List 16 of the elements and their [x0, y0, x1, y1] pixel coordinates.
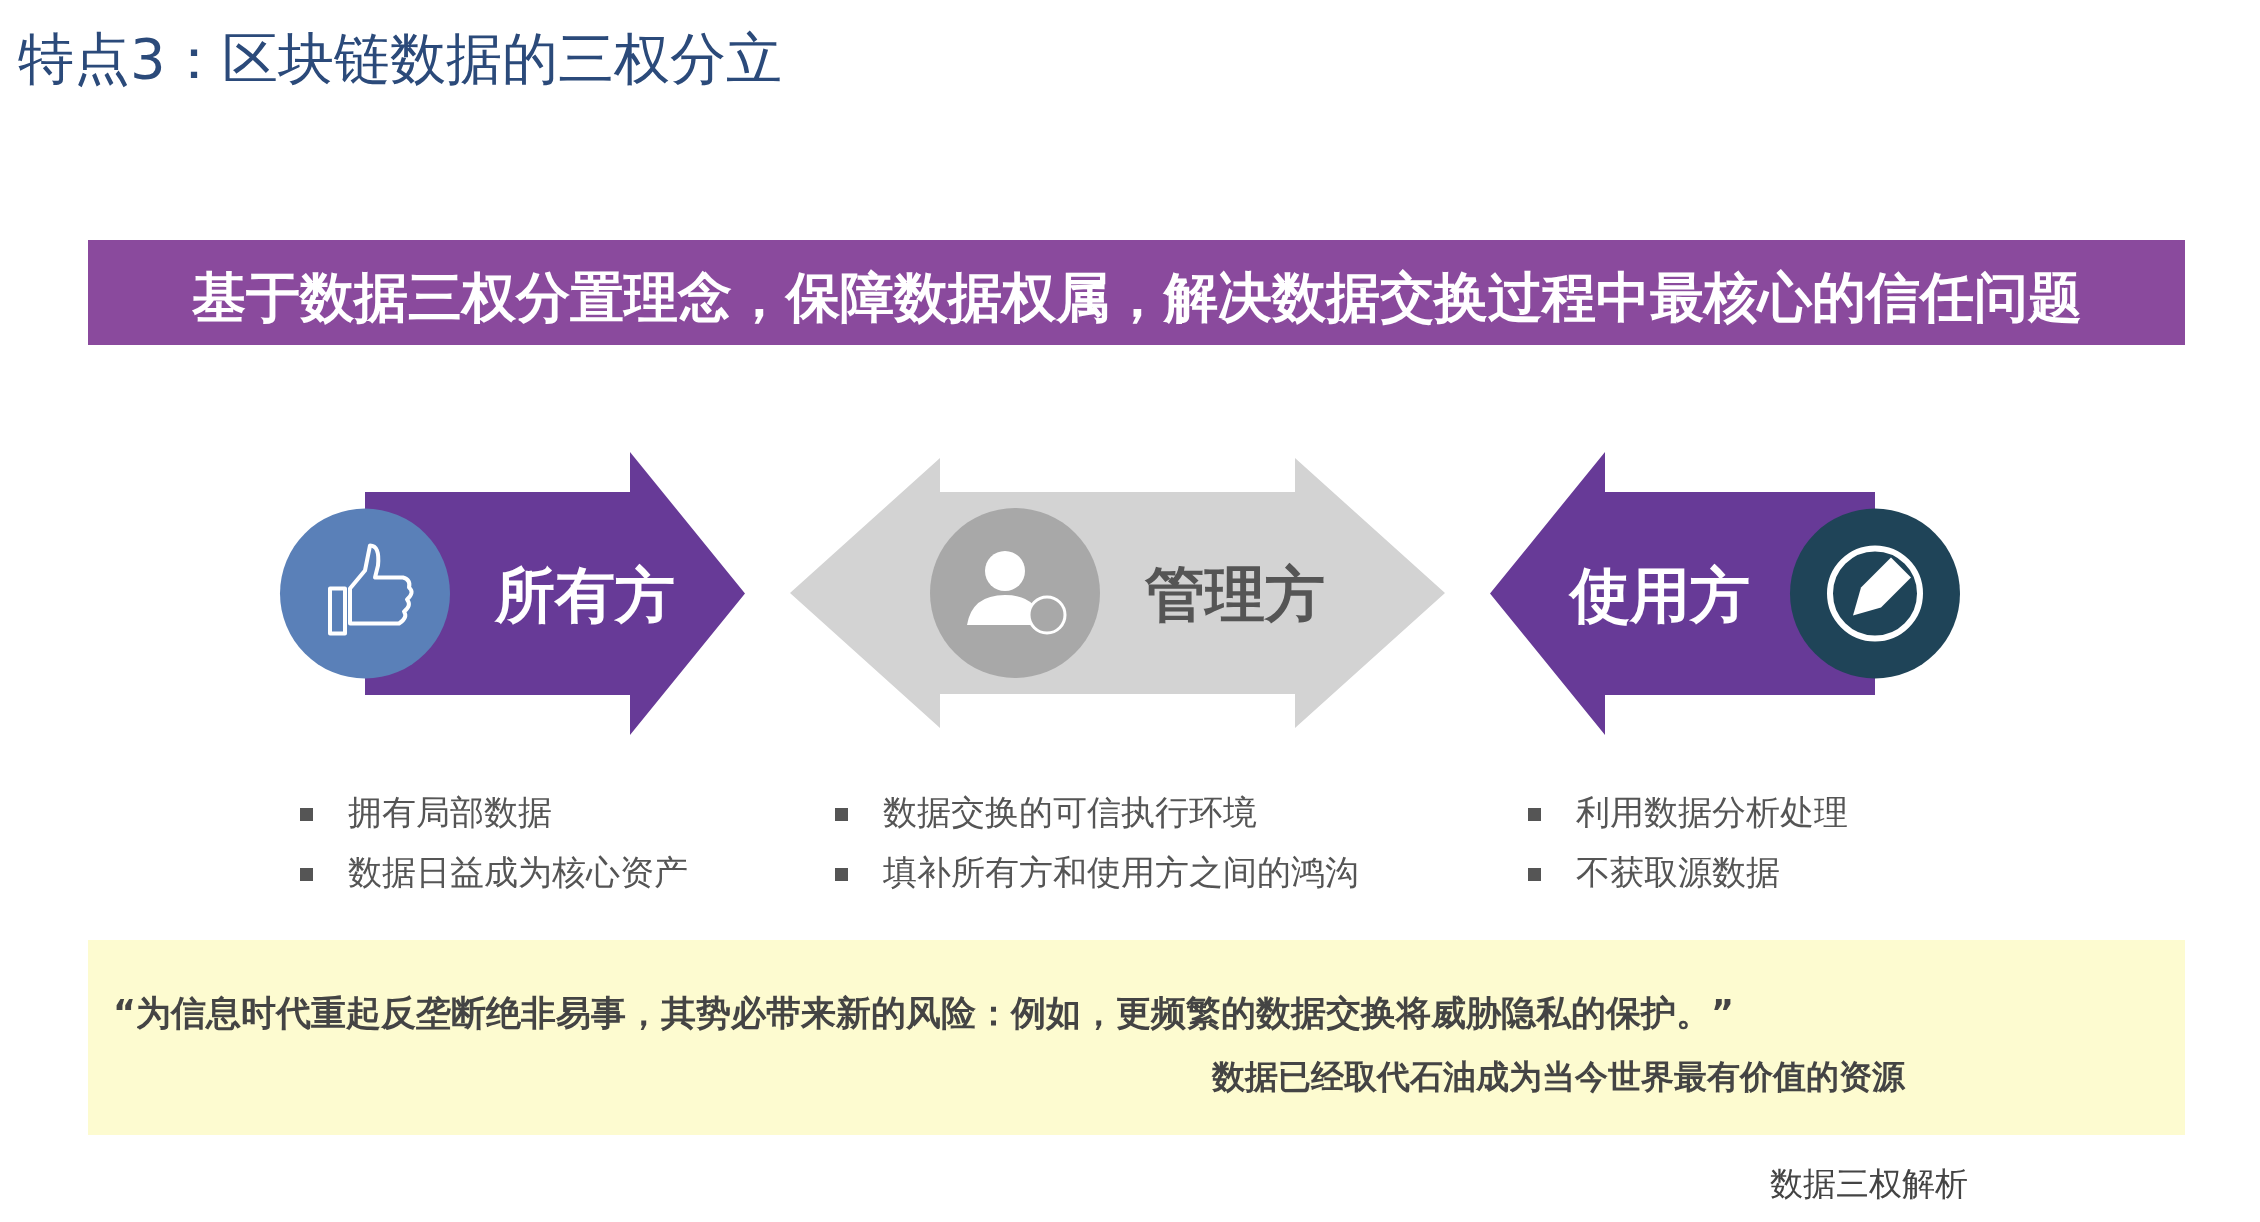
bullet-text: 不获取源数据 [1576, 851, 1780, 894]
bullet-text: 拥有局部数据 [348, 791, 552, 834]
footer-note: 数据三权解析 [1770, 1163, 1968, 1205]
banner-text: 基于数据三权分置理念，保障数据权属，解决数据交换过程中最核心的信任问题 [190, 265, 2083, 331]
slide-title: 特点3：区块链数据的三权分立 [18, 25, 782, 93]
bullet-text: 利用数据分析处理 [1576, 791, 1848, 834]
bullet-text: 数据交换的可信执行环境 [883, 791, 1257, 834]
bullet-text: 数据日益成为核心资产 [348, 851, 688, 894]
quote-source: 数据已经取代石油成为当今世界最有价值的资源 [1212, 1056, 1905, 1098]
arrow-label: 使用方 [1570, 558, 1750, 632]
quote-text: “为信息时代重起反垄断绝非易事，其势必带来新的风险：例如，更频繁的数据交换将威胁隐私的保护。” [113, 992, 1734, 1035]
bullet-text: 填补所有方和使用方之间的鸿沟 [883, 851, 1359, 894]
arrow-label: 管理方 [1145, 558, 1325, 631]
quote-panel [88, 940, 2185, 1135]
banner [88, 240, 2185, 345]
arrow-label: 所有方 [495, 558, 675, 632]
